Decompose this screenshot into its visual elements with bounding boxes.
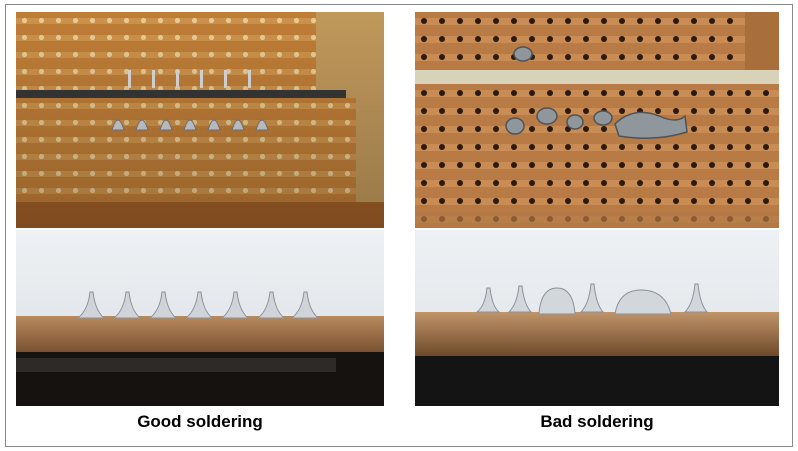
good-soldering-caption: Good soldering: [137, 412, 263, 431]
good-soldering-top-photo: [16, 12, 384, 228]
good-soldering-side-photo: [16, 230, 384, 406]
bad-soldering-top-photo: [415, 12, 779, 228]
bad-soldering-side-photo: [415, 230, 779, 406]
bad-soldering-caption: Bad soldering: [540, 412, 654, 431]
